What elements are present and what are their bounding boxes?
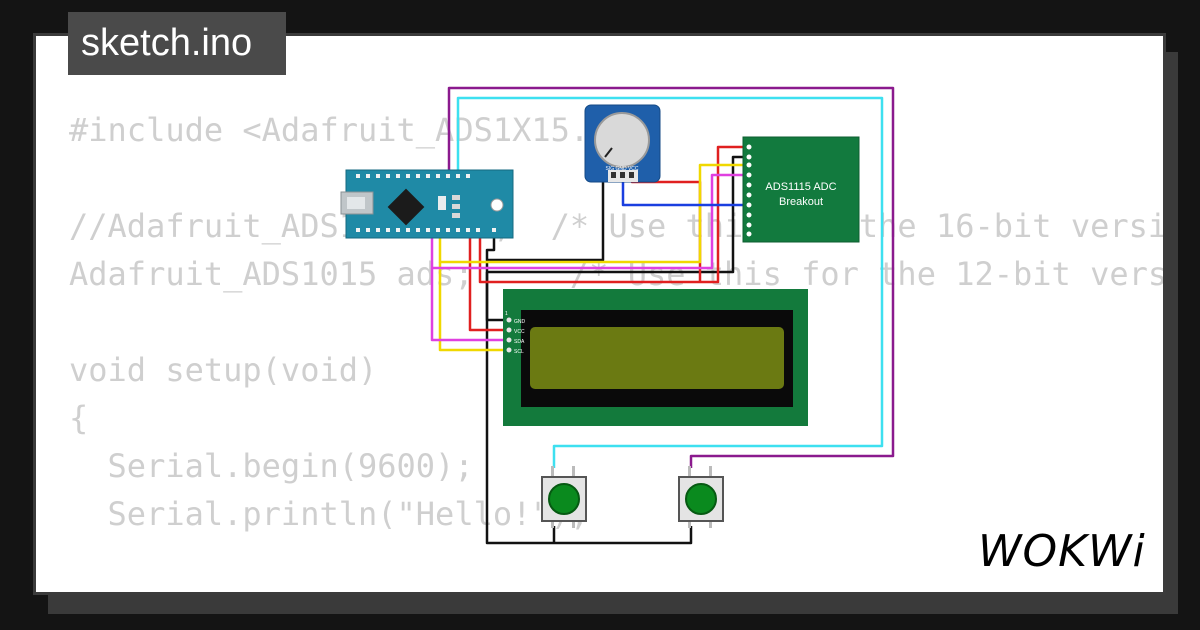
- wire-black-lcd[interactable]: [485, 236, 510, 322]
- lcd-pin-label: GND: [514, 319, 526, 325]
- pot-knob-indicator: [604, 147, 613, 158]
- push-button-1[interactable]: [541, 466, 587, 528]
- code-line: #include <Adafruit_ADS1X15.h>: [69, 111, 628, 149]
- adc-pin-holes: [746, 144, 752, 237]
- lcd-pin-label: SDA: [514, 339, 525, 345]
- wire-black-adc[interactable]: [487, 155, 748, 274]
- wire-yellow-lcd[interactable]: [438, 262, 510, 352]
- code-line: Serial.println("Hello!");: [69, 495, 590, 533]
- wokwi-logo: WOKWi: [978, 526, 1146, 577]
- lcd-pin-labels: 1 GND VCC SDA SCL: [505, 311, 526, 355]
- wire-blue[interactable]: [621, 172, 748, 207]
- file-tab[interactable]: sketch.ino: [68, 12, 286, 75]
- adc-title: ADS1115 ADC: [765, 181, 836, 193]
- wire-red-pot[interactable]: [630, 172, 702, 282]
- lcd-pin-label: SCL: [514, 349, 524, 355]
- push-button-2[interactable]: [678, 466, 724, 528]
- adc-subtitle: Breakout: [779, 196, 823, 208]
- wire-yellow-adc[interactable]: [438, 163, 748, 264]
- arduino-nano[interactable]: [340, 169, 514, 239]
- lcd-display[interactable]: 1 GND VCC SDA SCL: [503, 289, 808, 426]
- wire-cyan[interactable]: [456, 96, 884, 468]
- wire-black-buttons[interactable]: [485, 272, 693, 545]
- wire-magenta-adc[interactable]: [430, 173, 748, 270]
- nano-pins-top: [356, 174, 470, 178]
- wire-purple[interactable]: [447, 86, 895, 468]
- lcd-pin-label: VCC: [514, 329, 525, 335]
- code-line: void setup(void): [69, 351, 378, 389]
- code-line: {: [69, 399, 89, 437]
- potentiometer[interactable]: SIG GND VCC: [584, 104, 661, 183]
- nano-pins-bottom: [356, 228, 496, 232]
- code-line: Serial.println("Getting single-ended rea…: [69, 586, 1163, 592]
- wire-red-adc[interactable]: [478, 145, 748, 284]
- lcd-pin-pads: [506, 317, 512, 353]
- code-line: Serial.begin(9600);: [69, 447, 474, 485]
- pot-pin-labels: SIG GND VCC: [605, 166, 638, 172]
- code-background: #include <Adafruit_ADS1X15.h>//Adafruit_…: [69, 106, 1163, 592]
- ads1115-breakout[interactable]: ADS1115 ADC Breakout: [742, 136, 860, 243]
- wire-magenta-lcd[interactable]: [430, 268, 510, 342]
- lcd-pin-label: 1: [505, 311, 508, 317]
